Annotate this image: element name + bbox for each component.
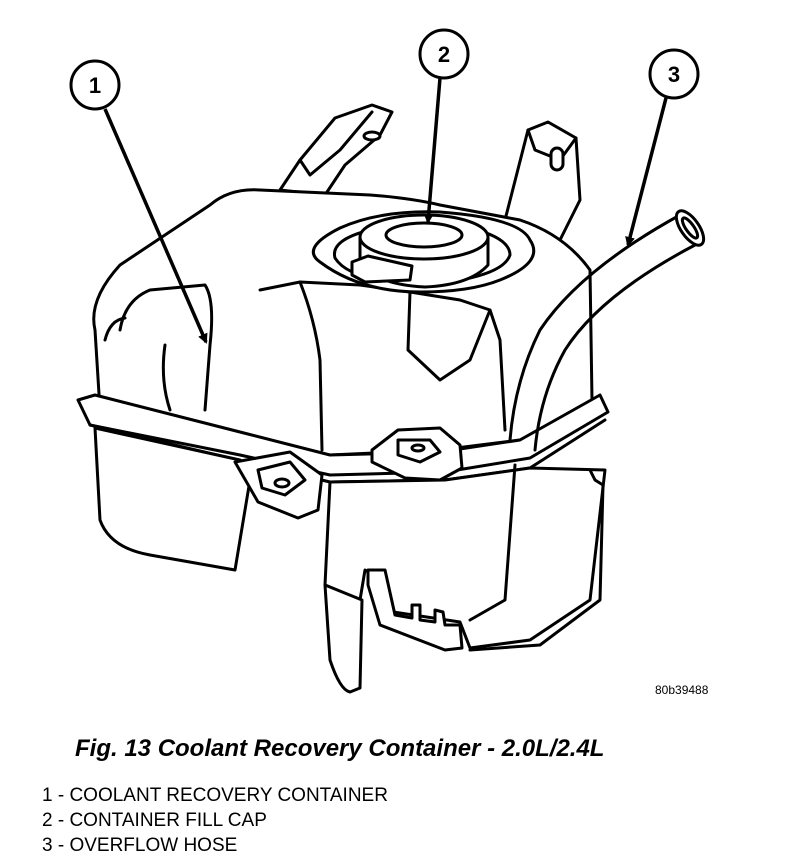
callout-3: 3 xyxy=(625,48,700,247)
legend: 1 - COOLANT RECOVERY CONTAINER 2 - CONTA… xyxy=(42,783,388,858)
svg-text:1: 1 xyxy=(89,73,101,98)
coolant-container-diagram: 1 2 3 xyxy=(69,28,706,694)
legend-item: 2 - CONTAINER FILL CAP xyxy=(42,810,267,831)
container-lower-body xyxy=(93,426,252,572)
callout-1: 1 xyxy=(69,59,208,344)
container-drawing xyxy=(76,103,706,694)
callout-2: 2 xyxy=(418,28,470,224)
rear-bracket-left xyxy=(278,103,394,197)
figure-reference-code: 80b39488 xyxy=(655,683,709,697)
legend-item: 1 - COOLANT RECOVERY CONTAINER xyxy=(42,785,388,806)
legend-item: 3 - OVERFLOW HOSE xyxy=(42,835,238,856)
svg-text:3: 3 xyxy=(668,62,680,87)
svg-text:2: 2 xyxy=(438,42,450,67)
mounting-leg xyxy=(323,583,364,694)
figure-caption: Fig. 13 Coolant Recovery Container - 2.0… xyxy=(75,735,605,762)
